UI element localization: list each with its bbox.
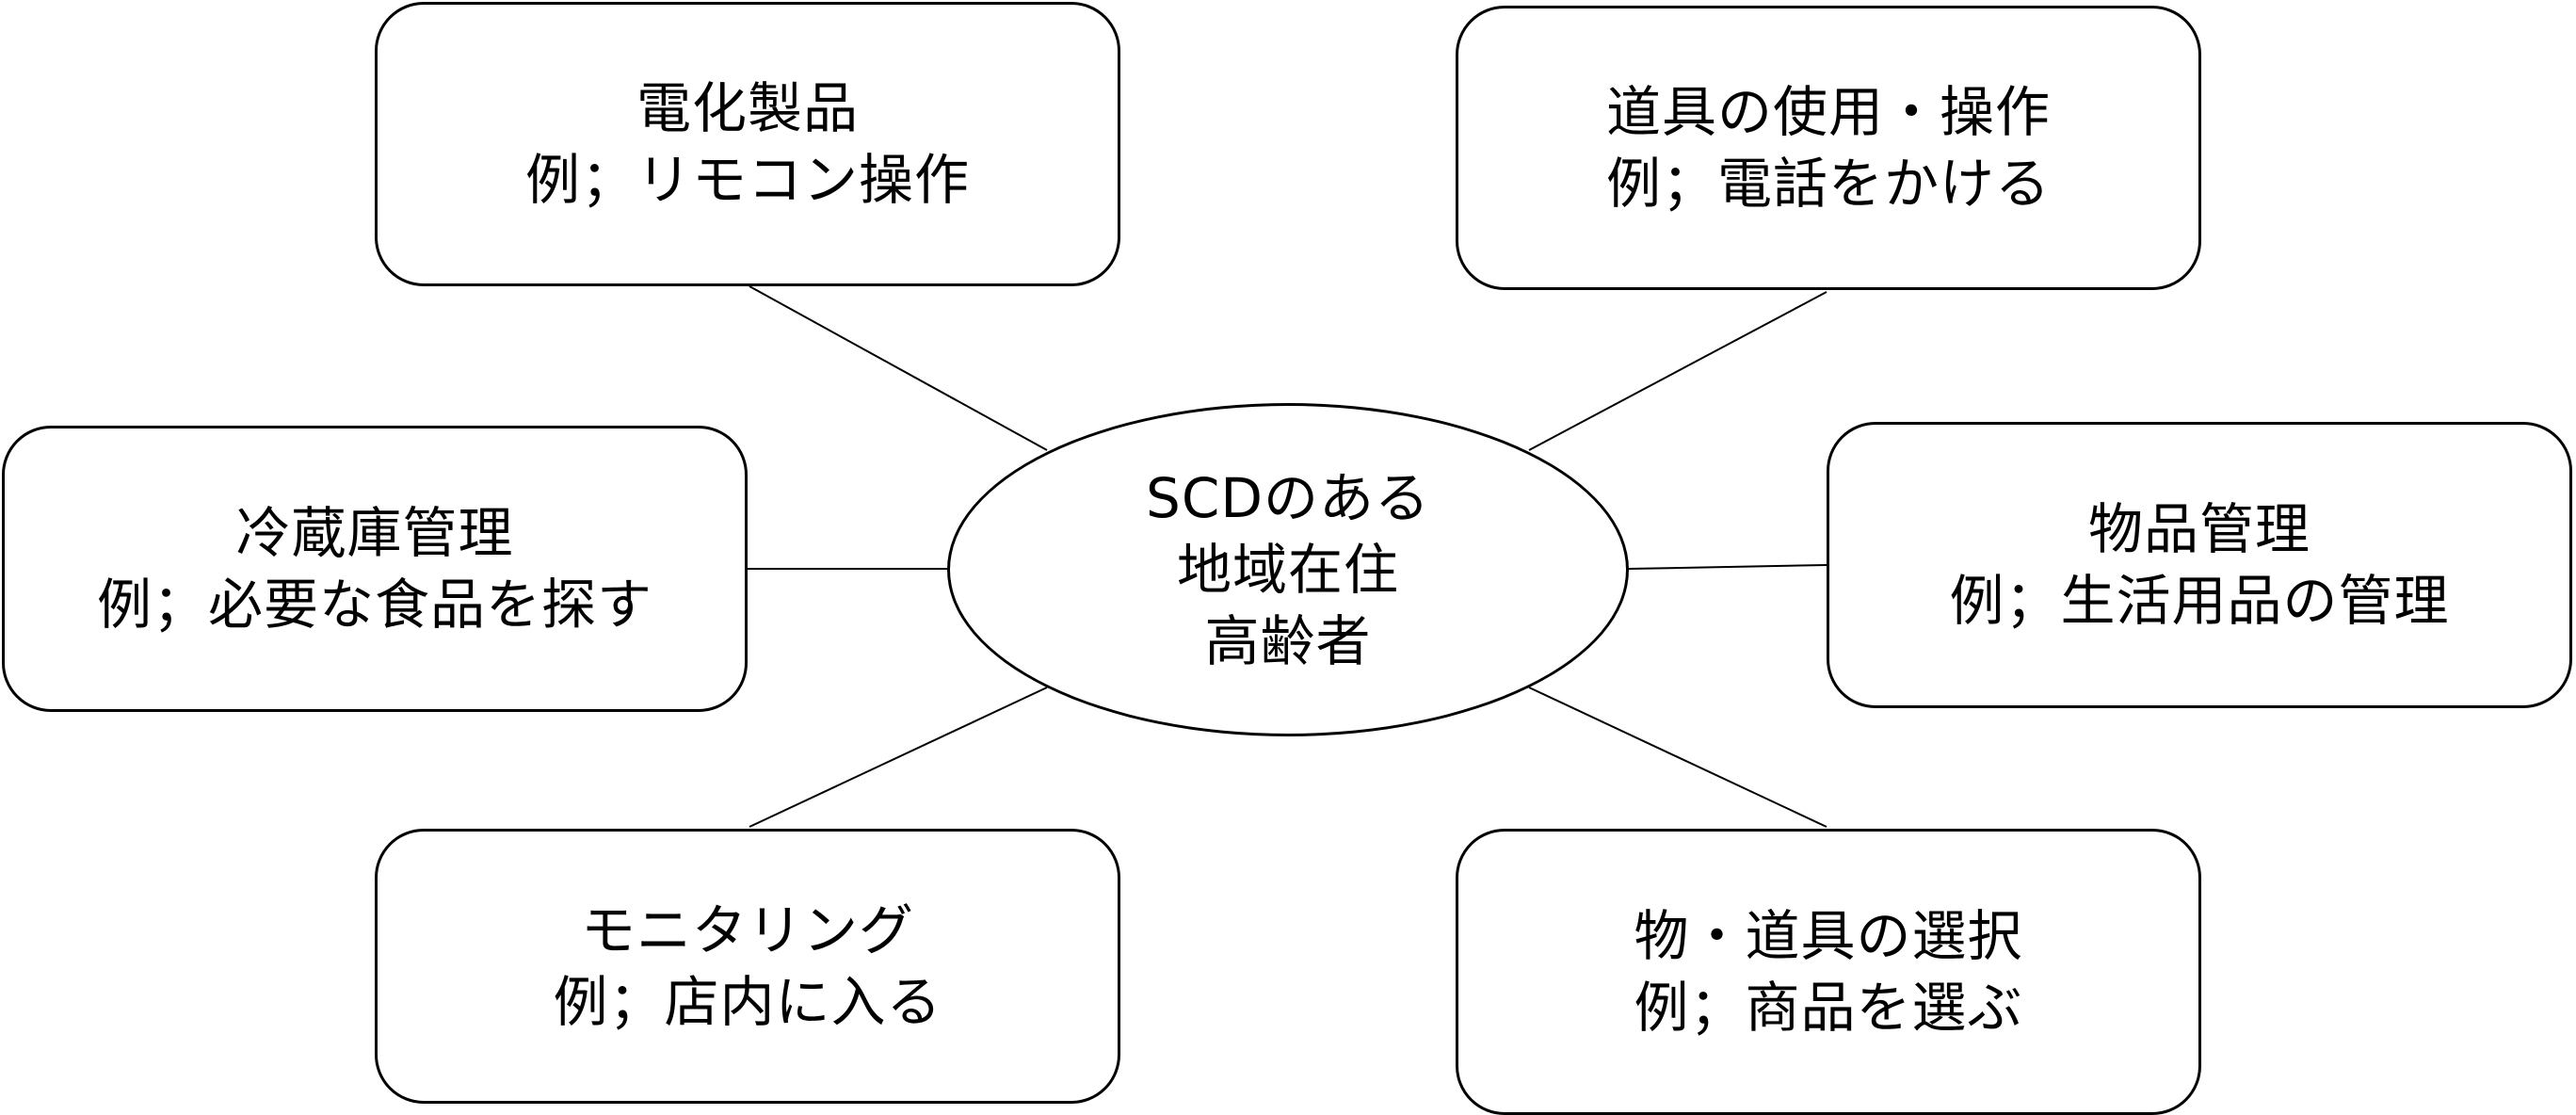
node-title: 冷蔵庫管理 [235, 501, 514, 565]
node-example: 例；電話をかける [1605, 152, 2051, 216]
node-mid-left: 冷蔵庫管理 例；必要な食品を探す [2, 426, 748, 712]
node-mid-right: 物品管理 例；生活用品の管理 [1827, 422, 2572, 708]
connector-top-left [749, 285, 1048, 451]
node-bot-left: モニタリング 例；店内に入る [375, 829, 1120, 1104]
node-top-right: 道具の使用・操作 例；電話をかける [1456, 6, 2201, 290]
node-title: モニタリング [580, 898, 914, 962]
connector-bot-left [749, 687, 1048, 828]
connector-top-right [1528, 291, 1827, 451]
center-line-3: 高齢者 [1204, 609, 1372, 673]
connector-bot-right [1528, 687, 1827, 828]
center-node: SCDのある 地域在住 高齢者 [947, 403, 1629, 736]
node-example: 例；リモコン操作 [524, 148, 970, 212]
node-example: 例；商品を選ぶ [1634, 976, 2023, 1040]
node-example: 例；必要な食品を探す [96, 573, 652, 637]
connector-mid-right [1628, 564, 1827, 570]
center-line-1: SCDのある [1146, 466, 1430, 530]
node-bot-right: 物・道具の選択 例；商品を選ぶ [1456, 829, 2201, 1115]
node-example: 例；生活用品の管理 [1949, 569, 2450, 633]
node-title: 電化製品 [636, 76, 859, 140]
node-title: 物・道具の選択 [1634, 904, 2023, 968]
node-title: 道具の使用・操作 [1605, 80, 2051, 144]
center-line-2: 地域在住 [1176, 538, 1399, 602]
node-top-left: 電化製品 例；リモコン操作 [375, 2, 1120, 286]
node-example: 例；店内に入る [553, 970, 942, 1034]
node-title: 物品管理 [2087, 497, 2310, 561]
